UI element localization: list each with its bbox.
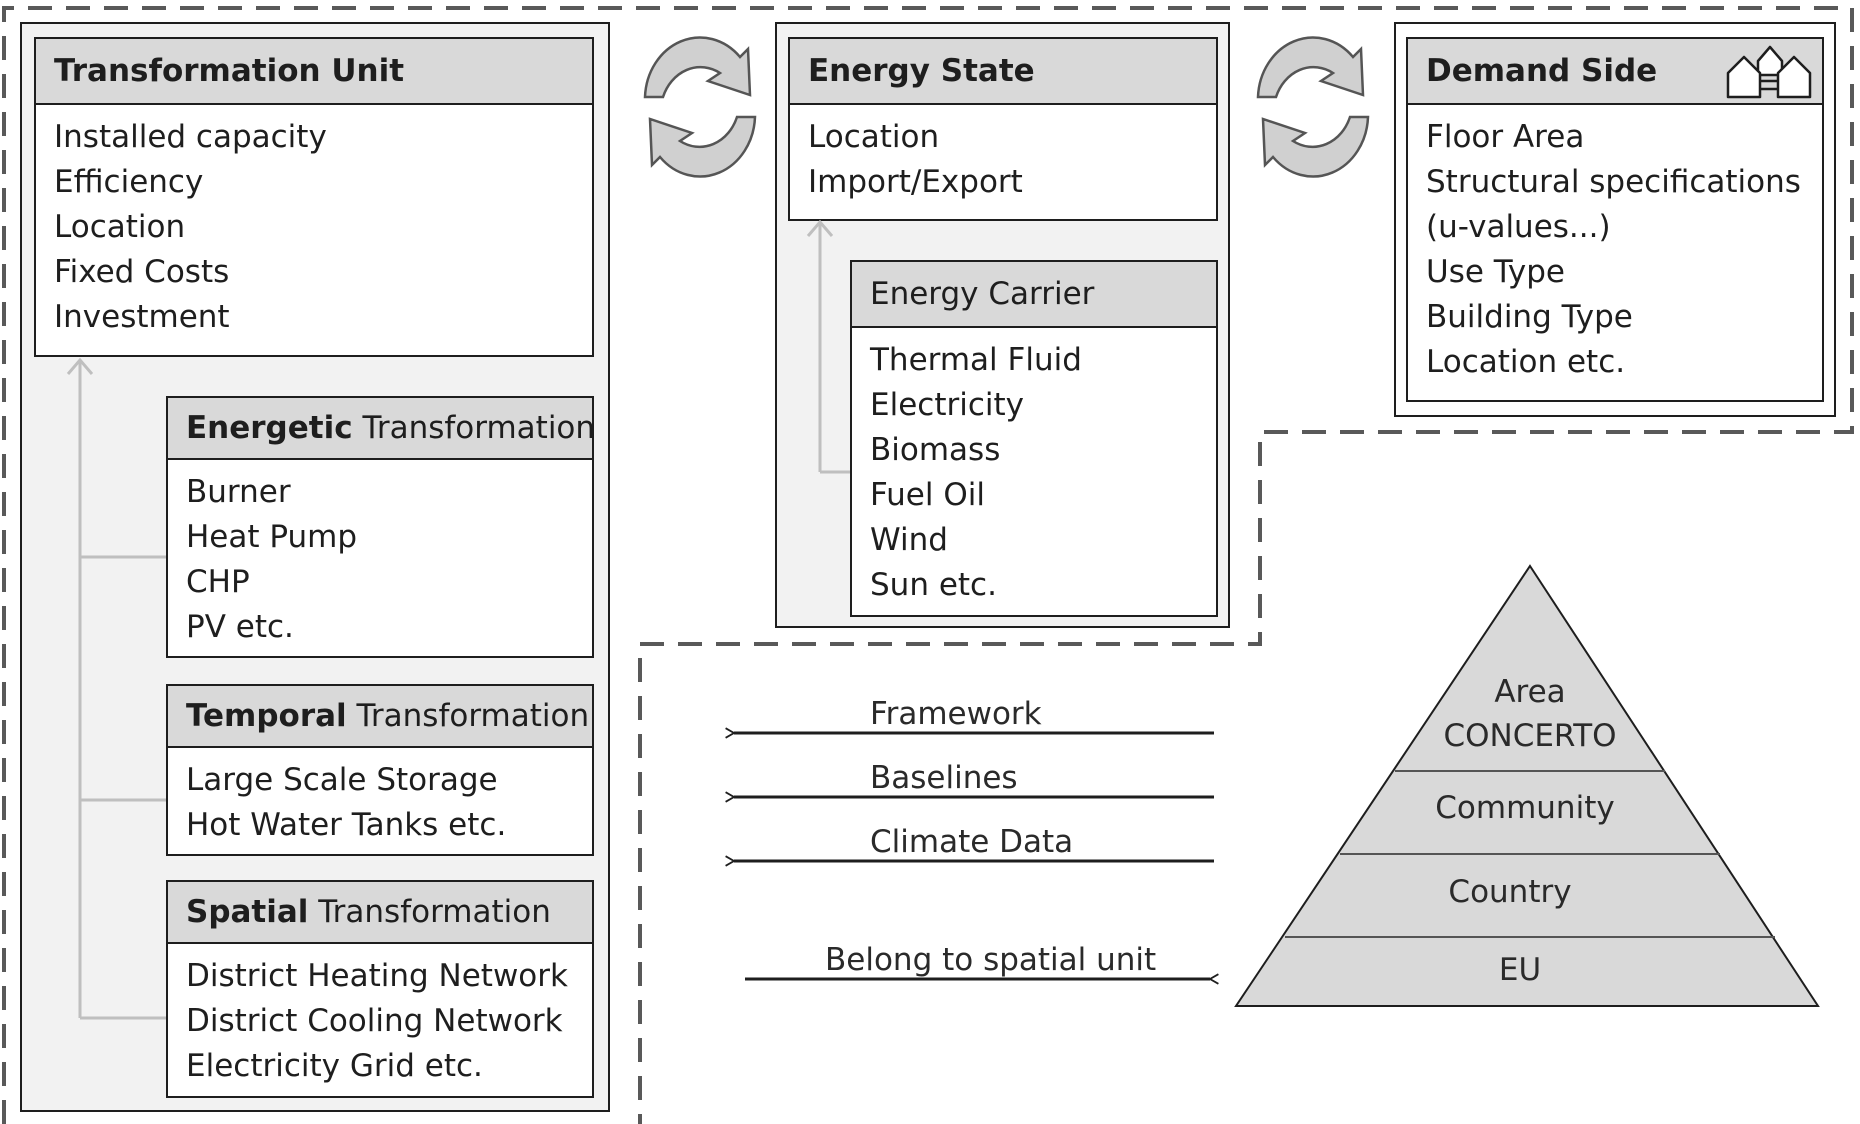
transformation-unit-title: Transformation Unit [36, 39, 592, 105]
pyramid-level-community: Community [1435, 790, 1615, 826]
connector-transformation [66, 357, 166, 1020]
list-item: Large Scale Storage [186, 762, 498, 798]
energetic-transformation-items: Burner Heat Pump CHP PV etc. [168, 460, 592, 650]
attribute-item: Installed capacity [54, 119, 327, 155]
energy-carrier-box: Energy Carrier Thermal Fluid Electricity… [850, 260, 1218, 617]
attribute-item: Use Type [1426, 254, 1565, 290]
temporal-transformation-items: Large Scale Storage Hot Water Tanks etc. [168, 748, 592, 848]
attribute-item: Location [808, 119, 940, 155]
pyramid-level-eu: EU [1498, 952, 1542, 988]
list-item: Electricity [870, 387, 1024, 423]
temporal-transformation-title: Temporal Transformation [168, 686, 592, 748]
list-item: Sun etc. [870, 567, 997, 603]
demand-side-attributes: Floor Area Structural specifications (u-… [1408, 105, 1822, 385]
attribute-item: Floor Area [1426, 119, 1585, 155]
pyramid-level-area: Area CONCERTO [1443, 674, 1617, 754]
relation-arrows [725, 727, 1219, 985]
list-item: Electricity Grid etc. [186, 1048, 483, 1084]
pyramid-shape [1234, 564, 1820, 1007]
attribute-item: Efficiency [54, 164, 204, 200]
framework-label: Framework [870, 696, 1042, 732]
cycle-icon-right [1256, 36, 1370, 178]
attribute-item: Location etc. [1426, 344, 1626, 380]
energy-carrier-items: Thermal Fluid Electricity Biomass Fuel O… [852, 328, 1216, 608]
transformation-unit-box: Transformation Unit Installed capacity E… [34, 37, 594, 357]
energetic-transformation-title: Energetic Transformation [168, 398, 595, 460]
demand-side-title: Demand Side [1408, 39, 1822, 105]
demand-side-box: Demand Side Floor Area Structural specif… [1406, 37, 1824, 402]
attribute-item: Location [54, 209, 186, 245]
hierarchy-connectors [66, 219, 850, 1020]
list-item: Burner [186, 474, 291, 510]
list-item: Thermal Fluid [870, 342, 1082, 378]
cycle-icon-left [643, 36, 757, 178]
attribute-item: (u-values...) [1426, 209, 1611, 245]
attribute-item: Fixed Costs [54, 254, 230, 290]
list-item: PV etc. [186, 609, 294, 645]
list-item: Hot Water Tanks etc. [186, 807, 507, 843]
list-item: Biomass [870, 432, 1001, 468]
belong-label: Belong to spatial unit [825, 942, 1157, 978]
houses-icon [1726, 45, 1812, 99]
attribute-item: Structural specifications [1426, 164, 1801, 200]
list-item: Heat Pump [186, 519, 358, 555]
energetic-transformation-box: Energetic Transformation Burner Heat Pum… [166, 396, 595, 658]
list-item: Fuel Oil [870, 477, 985, 513]
temporal-transformation-box: Temporal Transformation Large Scale Stor… [166, 684, 594, 856]
spatial-transformation-items: District Heating Network District Coolin… [168, 944, 592, 1089]
spatial-transformation-box: Spatial Transformation District Heating … [166, 880, 594, 1098]
energy-state-box: Energy State Location Import/Export [788, 37, 1218, 221]
attribute-item: Import/Export [808, 164, 1023, 200]
attribute-item: Investment [54, 299, 230, 335]
transformation-unit-attributes: Installed capacity Efficiency Location F… [36, 105, 592, 340]
climate-data-label: Climate Data [870, 824, 1074, 860]
list-item: CHP [186, 564, 250, 600]
connector-energy-state [806, 219, 850, 474]
energy-carrier-title: Energy Carrier [852, 262, 1216, 328]
energy-state-title: Energy State [790, 39, 1216, 105]
baselines-label: Baselines [870, 760, 1018, 796]
pyramid-level-country: Country [1448, 874, 1572, 910]
list-item: District Cooling Network [186, 1003, 563, 1039]
attribute-item: Building Type [1426, 299, 1633, 335]
list-item: District Heating Network [186, 958, 568, 994]
list-item: Wind [870, 522, 948, 558]
energy-state-attributes: Location Import/Export [790, 105, 1216, 205]
spatial-transformation-title: Spatial Transformation [168, 882, 592, 944]
dashed-boundary-outer [2, 6, 1854, 1124]
spatial-pyramid [1234, 564, 1820, 1007]
